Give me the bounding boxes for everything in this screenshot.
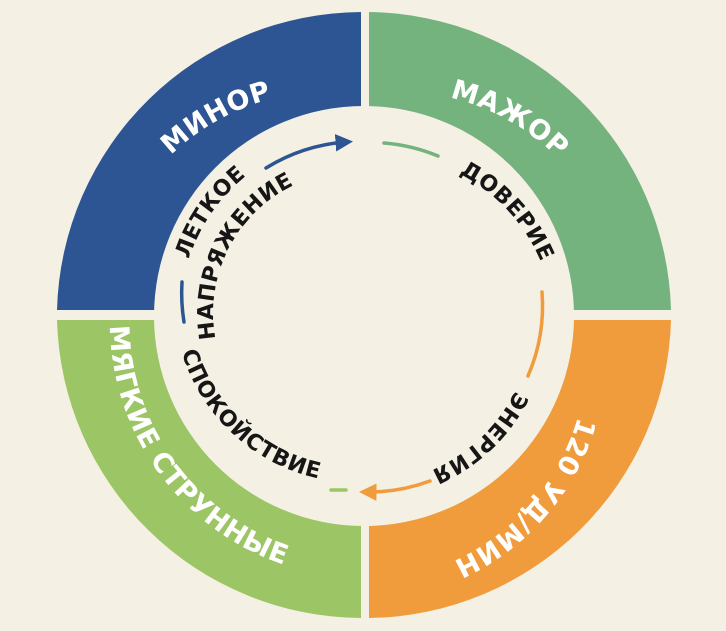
quadrant-tempo [369, 320, 671, 618]
arrow-orange-right [526, 290, 545, 378]
quadrant-strings [57, 320, 361, 618]
arrow-blue-left [179, 280, 186, 324]
arrow-orange-bottom [359, 479, 432, 501]
arrow-green-top [382, 141, 440, 158]
quadrant-major [369, 12, 671, 310]
arrow-blue-top [264, 134, 353, 170]
quadrant-minor [57, 12, 361, 310]
inner-disc [154, 106, 574, 526]
